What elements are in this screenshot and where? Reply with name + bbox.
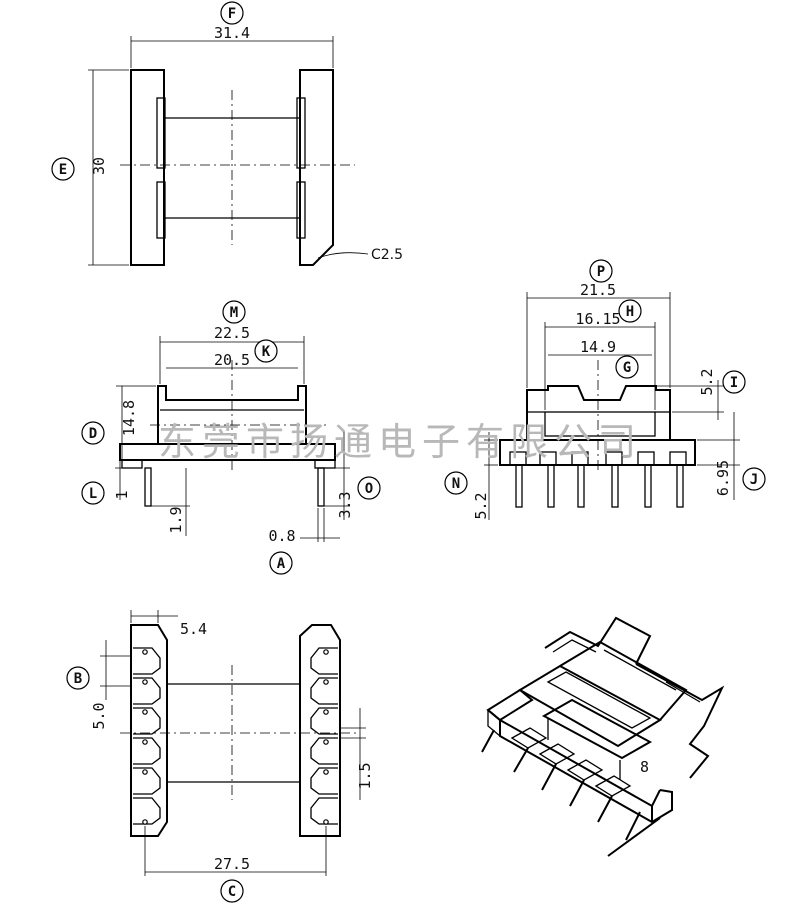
part-mark-8: 8 [640, 758, 649, 776]
dim-c2-5: C2.5 [371, 247, 403, 263]
svg-text:C: C [228, 884, 236, 900]
dim-6-95: 6.95 [714, 460, 732, 496]
svg-text:K: K [262, 344, 271, 360]
svg-text:G: G [623, 360, 631, 376]
svg-text:B: B [74, 671, 82, 687]
callout-i: I [722, 370, 746, 394]
dim-16-15: 16.15 [575, 310, 620, 328]
svg-text:J: J [750, 472, 758, 488]
dim-5-4: 5.4 [180, 620, 207, 638]
dim-5-2-top: 5.2 [698, 368, 716, 395]
dim-1-9: 1.9 [167, 506, 185, 533]
svg-text:M: M [230, 305, 238, 321]
dim-14-9: 14.9 [580, 338, 616, 356]
callout-c: C [220, 879, 244, 903]
left-slots [133, 647, 161, 825]
callout-l: L [81, 481, 105, 505]
callout-n: N [444, 471, 468, 495]
callout-h: H [618, 299, 642, 323]
dim-14-8: 14.8 [120, 400, 138, 436]
dim-1: 1 [113, 490, 131, 499]
svg-text:P: P [597, 264, 605, 280]
dim-31-4: 31.4 [214, 24, 250, 42]
callout-b: B [66, 666, 90, 690]
dim-0-8: 0.8 [268, 527, 295, 545]
callout-p: P [589, 259, 613, 283]
right-slots [310, 647, 338, 825]
svg-text:F: F [228, 6, 236, 22]
dim-27-5: 27.5 [214, 855, 250, 873]
svg-text:A: A [277, 556, 286, 572]
isometric-view: 8 [481, 616, 725, 857]
callout-j: J [742, 467, 766, 491]
callout-e: E [51, 157, 75, 181]
callout-o: O [357, 476, 381, 500]
svg-text:H: H [626, 304, 634, 320]
dim-5-0: 5.0 [90, 702, 108, 729]
callout-k: K [254, 339, 278, 363]
dim-20-5: 20.5 [214, 351, 250, 369]
svg-text:I: I [730, 375, 738, 391]
callouts: F E M K D L O A P H G I J N B C [51, 1, 766, 903]
callout-f: F [220, 1, 244, 25]
watermark: 东莞市扬通电子有限公司 [158, 420, 642, 464]
svg-text:D: D [89, 426, 97, 442]
callout-m: M [222, 300, 246, 324]
callout-g: G [615, 355, 639, 379]
dim-5-2-left: 5.2 [472, 492, 490, 519]
bottom-view: 5.4 5.0 1.5 27.5 [90, 610, 374, 876]
dim-1-5: 1.5 [356, 762, 374, 789]
svg-text:L: L [89, 486, 97, 502]
svg-text:O: O [365, 481, 373, 497]
side-view: 21.5 16.15 14.9 5.2 6.95 5.2 [472, 281, 740, 520]
dim-21-5: 21.5 [580, 281, 616, 299]
callout-d: D [81, 421, 105, 445]
dim-30: 30 [90, 157, 108, 175]
dim-3-3: 3.3 [336, 491, 354, 518]
dim-22-5: 22.5 [214, 324, 250, 342]
svg-text:E: E [59, 162, 67, 178]
svg-text:N: N [452, 476, 460, 492]
top-view: 31.4 30 C2.5 [88, 24, 403, 266]
callout-a: A [269, 551, 293, 575]
front-view: 22.5 20.5 14.8 1 1.9 3.3 0.8 [113, 324, 354, 545]
